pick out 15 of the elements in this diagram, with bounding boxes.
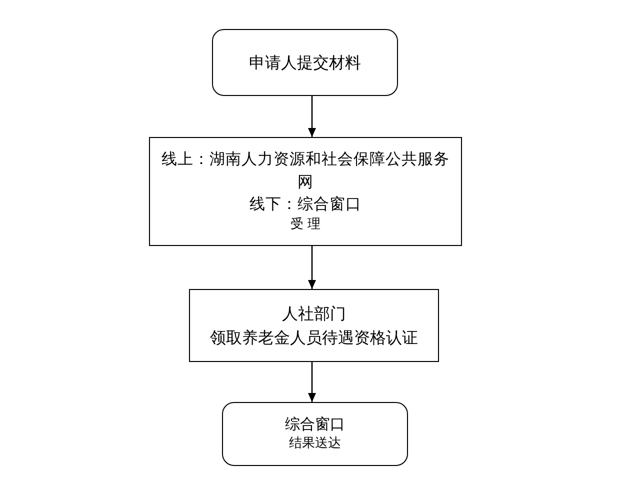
arrow — [308, 96, 316, 137]
arrow — [308, 362, 316, 402]
arrow — [308, 246, 316, 289]
start-box — [212, 29, 398, 96]
node-text: 线下：综合窗口 — [250, 194, 362, 216]
node-text: 领取养老金人员待遇资格认证 — [210, 326, 418, 348]
node-text: 综合窗口 — [285, 414, 345, 435]
node-text: 线上：湖南人力资源和社会保障公共服务网 — [160, 149, 450, 193]
node-text: 结果送达 — [289, 435, 341, 454]
end-box — [222, 402, 408, 466]
node-text: 人社部门 — [282, 303, 346, 326]
process-box — [149, 137, 462, 246]
node-text: 受 理 — [290, 216, 321, 234]
node-text: 申请人提交材料 — [249, 52, 361, 74]
process-box — [189, 289, 439, 362]
